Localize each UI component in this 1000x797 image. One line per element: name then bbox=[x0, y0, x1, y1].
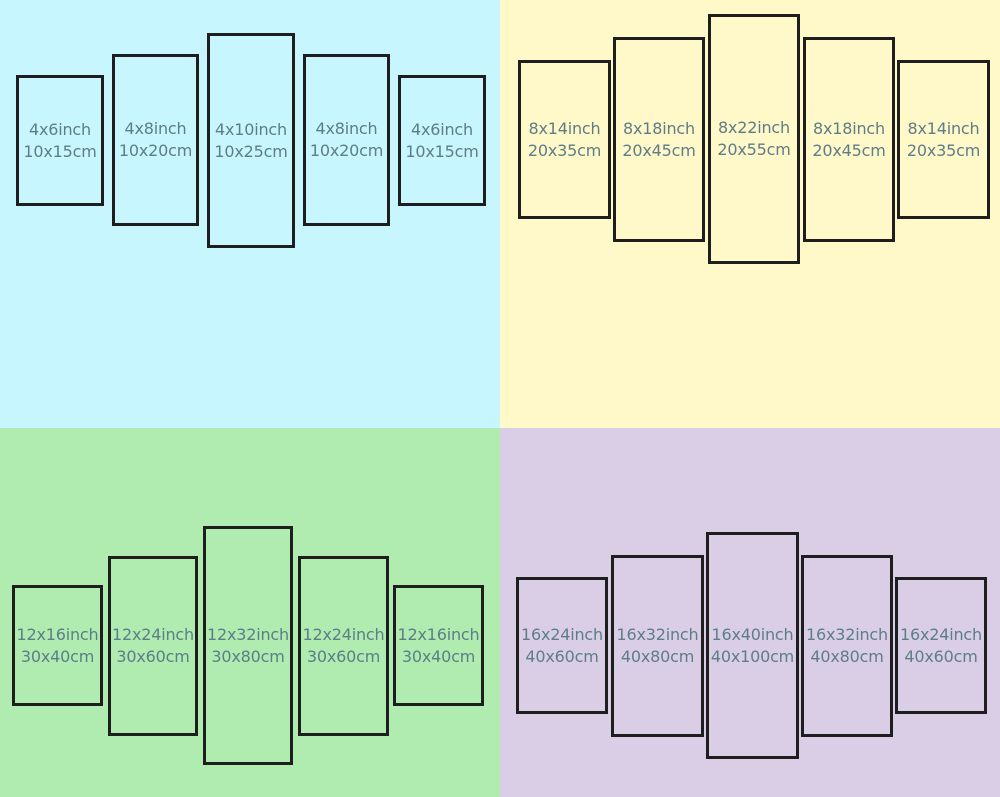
canvas-panel-inner-right: 8x18inch 20x45cm bbox=[803, 37, 895, 242]
panel-size-inch: 8x18inch bbox=[623, 118, 695, 138]
canvas-panel-outer-left: 8x14inch 20x35cm bbox=[518, 60, 611, 219]
panel-size-inch: 4x8inch bbox=[124, 119, 187, 138]
panel-size-inch: 4x6inch bbox=[29, 119, 91, 139]
panel-size-inch: 12x24inch bbox=[112, 625, 194, 644]
canvas-panel-inner-right: 16x32inch 40x80cm bbox=[801, 555, 893, 737]
size-set-quadrant-4: 16x24inch 40x60cm 16x32inch 40x80cm 16x4… bbox=[500, 428, 1000, 797]
panel-size-cm: 20x55cm bbox=[717, 140, 791, 159]
panel-size-cm: 10x25cm bbox=[214, 141, 288, 161]
panel-size-inch: 8x14inch bbox=[528, 118, 601, 138]
size-set-quadrant-1: 4x6inch 10x15cm 4x8inch 10x20cm 4x10inch… bbox=[0, 0, 500, 428]
panel-size-inch: 12x16inch bbox=[16, 624, 99, 644]
canvas-panel-outer-left: 4x6inch 10x15cm bbox=[16, 75, 104, 206]
canvas-panel-center: 16x40inch 40x100cm bbox=[706, 532, 799, 759]
size-set-quadrant-3: 12x16inch 30x40cm 12x24inch 30x60cm 12x3… bbox=[0, 428, 500, 797]
panel-size-inch: 12x24inch bbox=[302, 625, 385, 644]
size-set-quadrant-2: 8x14inch 20x35cm 8x18inch 20x45cm 8x22in… bbox=[500, 0, 1000, 428]
panel-size-cm: 20x45cm bbox=[622, 140, 696, 160]
canvas-panel-center: 8x22inch 20x55cm bbox=[708, 14, 800, 264]
panel-size-cm: 40x80cm bbox=[810, 647, 884, 666]
panel-size-cm: 10x15cm bbox=[23, 141, 97, 161]
panel-size-cm: 10x20cm bbox=[309, 141, 384, 160]
panel-size-inch: 16x24inch bbox=[521, 624, 603, 644]
canvas-panel-inner-right: 12x24inch 30x60cm bbox=[298, 556, 389, 736]
panel-size-cm: 30x60cm bbox=[306, 647, 381, 666]
panel-size-inch: 16x32inch bbox=[806, 625, 888, 644]
canvas-panel-inner-left: 12x24inch 30x60cm bbox=[108, 556, 198, 736]
panel-size-inch: 4x8inch bbox=[315, 119, 378, 138]
panel-size-cm: 10x20cm bbox=[118, 141, 193, 160]
panel-size-inch: 16x32inch bbox=[616, 625, 699, 644]
panel-size-inch: 4x6inch bbox=[411, 119, 473, 139]
panel-size-cm: 40x60cm bbox=[525, 646, 599, 666]
panel-size-cm: 30x80cm bbox=[211, 646, 285, 666]
canvas-panel-outer-right: 8x14inch 20x35cm bbox=[897, 60, 990, 219]
canvas-panel-inner-right: 4x8inch 10x20cm bbox=[303, 54, 390, 226]
panel-size-cm: 20x45cm bbox=[812, 140, 886, 160]
canvas-panel-center: 12x32inch 30x80cm bbox=[203, 526, 293, 765]
panel-size-inch: 12x32inch bbox=[207, 624, 289, 644]
panel-size-cm: 40x60cm bbox=[904, 646, 978, 666]
canvas-panel-inner-left: 4x8inch 10x20cm bbox=[112, 54, 199, 226]
panel-size-inch: 8x18inch bbox=[813, 118, 885, 138]
panel-size-inch: 8x22inch bbox=[718, 118, 790, 137]
canvas-panel-outer-right: 12x16inch 30x40cm bbox=[393, 585, 484, 706]
panel-size-inch: 16x24inch bbox=[900, 624, 982, 644]
canvas-panel-outer-right: 4x6inch 10x15cm bbox=[398, 75, 486, 206]
panel-size-inch: 8x14inch bbox=[907, 118, 980, 138]
canvas-panel-outer-right: 16x24inch 40x60cm bbox=[895, 577, 987, 714]
canvas-panel-inner-left: 8x18inch 20x45cm bbox=[613, 37, 705, 242]
panel-size-cm: 20x35cm bbox=[906, 140, 981, 160]
panel-size-cm: 30x60cm bbox=[116, 647, 190, 666]
canvas-panel-center: 4x10inch 10x25cm bbox=[207, 33, 295, 248]
panel-size-cm: 30x40cm bbox=[20, 646, 95, 666]
panel-size-cm: 10x15cm bbox=[405, 141, 479, 161]
panel-size-cm: 20x35cm bbox=[527, 140, 602, 160]
canvas-panel-outer-left: 16x24inch 40x60cm bbox=[516, 577, 608, 714]
canvas-panel-outer-left: 12x16inch 30x40cm bbox=[12, 585, 103, 706]
canvas-panel-inner-left: 16x32inch 40x80cm bbox=[611, 555, 704, 737]
panel-size-cm: 30x40cm bbox=[401, 646, 476, 666]
panel-size-cm: 40x100cm bbox=[710, 646, 795, 666]
panel-size-inch: 4x10inch bbox=[215, 119, 287, 139]
panel-size-inch: 16x40inch bbox=[711, 624, 794, 644]
panel-size-cm: 40x80cm bbox=[620, 647, 695, 666]
panel-size-inch: 12x16inch bbox=[397, 624, 480, 644]
